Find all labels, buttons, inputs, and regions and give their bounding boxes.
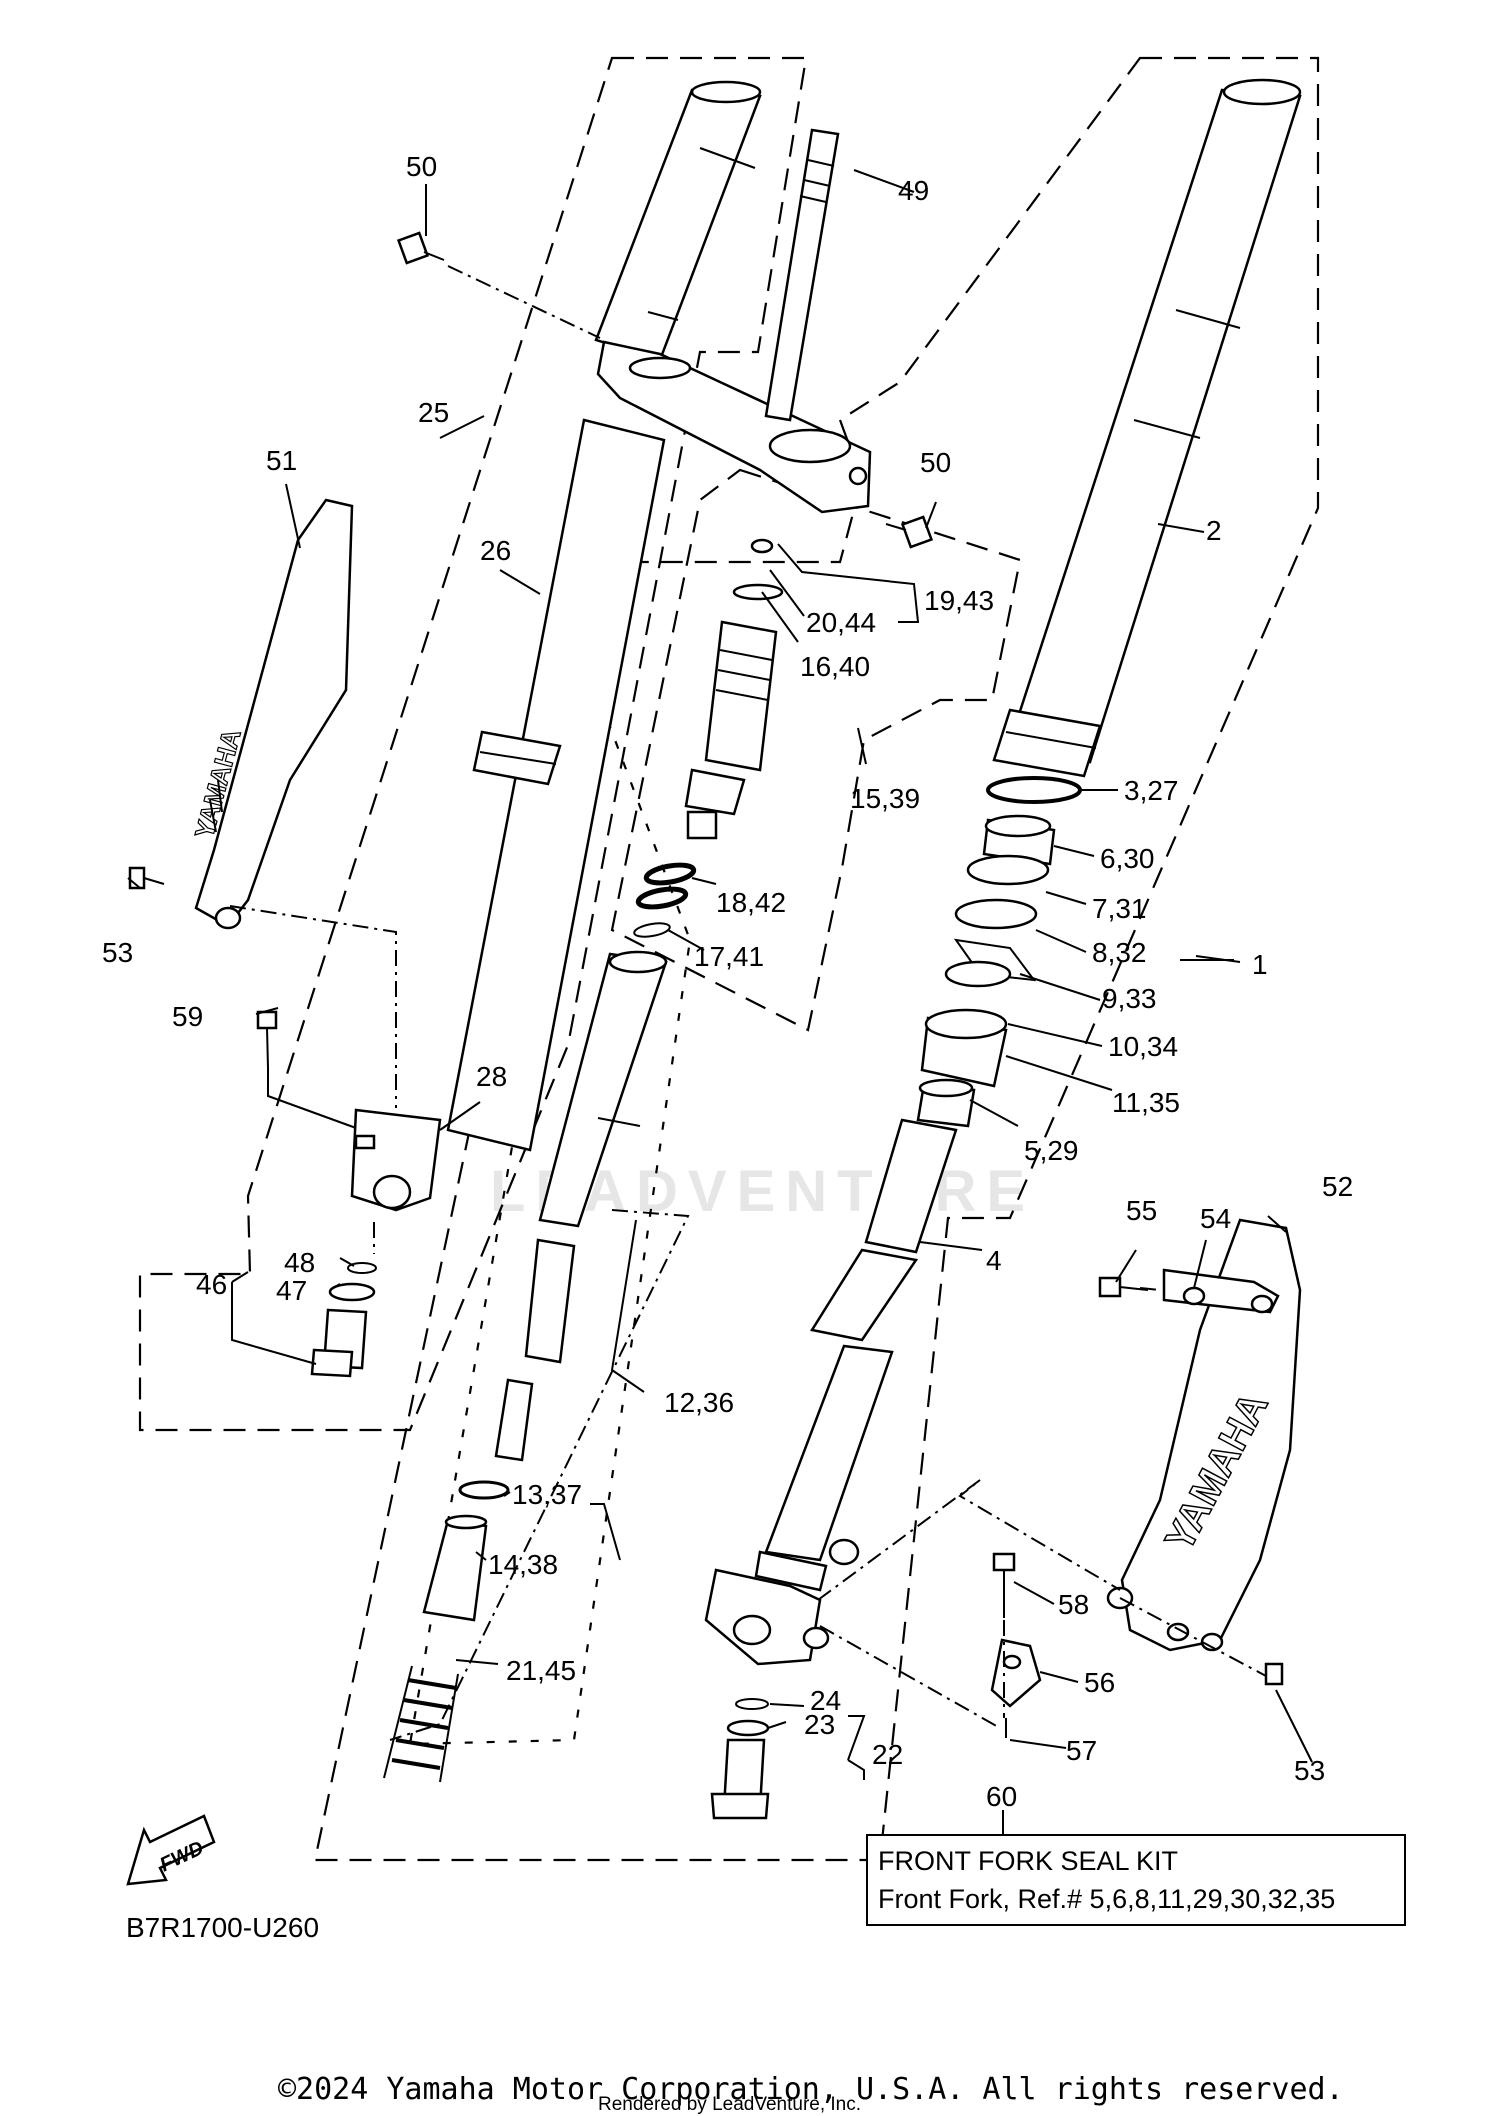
cartridge-outline	[408, 696, 692, 1746]
callout-20-44: 20,44	[806, 607, 876, 638]
right-inner-tube	[754, 1118, 958, 1592]
callout-52: 52	[1322, 1171, 1353, 1202]
left-axle-bracket	[350, 1108, 442, 1212]
left-outer-tube	[594, 80, 762, 362]
callout-22: 22	[872, 1739, 903, 1770]
callout-46: 46	[196, 1269, 227, 1300]
callout-47: 47	[276, 1275, 307, 1306]
assembly-center-lines	[229, 265, 1267, 1741]
assembly-outline-left	[138, 56, 808, 1432]
guard-clamp-54	[1162, 1268, 1280, 1314]
callout-28: 28	[476, 1061, 507, 1092]
seal-kit-box: FRONT FORK SEAL KIT Front Fork, Ref.# 5,…	[866, 1834, 1406, 1926]
callout-3-27: 3,27	[1124, 775, 1179, 806]
callout-49: 49	[898, 175, 929, 206]
steering-stem	[764, 128, 840, 422]
callout-2: 2	[1206, 515, 1222, 546]
seal-kit-title: FRONT FORK SEAL KIT	[878, 1846, 1179, 1876]
callout-10-34: 10,34	[1108, 1031, 1178, 1062]
callout-58: 58	[1058, 1589, 1089, 1620]
callout-13-37: 13,37	[512, 1479, 582, 1510]
callout-17-41: 17,41	[694, 941, 764, 972]
callout-16-40: 16,40	[800, 651, 870, 682]
diagram-code: B7R1700-U260	[126, 1912, 320, 1943]
callout-18-42: 18,42	[716, 887, 786, 918]
callout-15-39: 15,39	[850, 783, 920, 814]
copyright-notice: ©2024 Yamaha Motor Corporation, U.S.A. A…	[278, 2072, 1344, 2107]
callout-14-38: 14,38	[488, 1549, 558, 1580]
callout-11-35: 11,35	[1112, 1087, 1180, 1118]
hose-guide-bolt-58	[992, 1552, 1016, 1618]
damper-outline	[610, 468, 1022, 1032]
callout-7-31: 7,31	[1092, 893, 1147, 924]
clamp-bolt-top	[396, 231, 445, 265]
fork-spring	[383, 1665, 459, 1783]
leader-lines	[127, 169, 1313, 1836]
callout-6-30: 6,30	[1100, 843, 1155, 874]
callout-8-32: 8,32	[1092, 937, 1147, 968]
callout-50-bottom: 50	[920, 447, 951, 478]
hose-clip-56	[990, 1638, 1042, 1708]
right-axle-bracket	[704, 1538, 860, 1666]
callout-59: 59	[172, 1001, 203, 1032]
callout-25: 25	[418, 397, 449, 428]
damper-cartridge	[494, 950, 668, 1462]
o-rings-18-42	[633, 862, 697, 938]
callout-60: 60	[986, 1781, 1017, 1812]
guard-screw-right	[1264, 1662, 1284, 1686]
callout-51: 51	[266, 445, 297, 476]
fork-seal-stack	[916, 776, 1082, 1128]
right-outer-tube	[992, 78, 1302, 778]
callout-56: 56	[1084, 1667, 1115, 1698]
left-fork-guard	[194, 498, 354, 930]
clamp-bolt-bottom	[885, 515, 934, 549]
axle-adjuster	[310, 1262, 377, 1378]
callout-21-45: 21,45	[506, 1655, 576, 1686]
callout-23: 23	[804, 1709, 835, 1740]
callout-55: 55	[1126, 1195, 1157, 1226]
callout-50-top: 50	[406, 151, 437, 182]
callout-48: 48	[284, 1247, 315, 1278]
bracket-bolt-59	[256, 1010, 278, 1069]
callout-53-left: 53	[102, 937, 133, 968]
callout-54: 54	[1200, 1203, 1231, 1234]
base-valve	[710, 1698, 770, 1820]
fwd-arrow-icon: FWD	[126, 1814, 216, 1886]
callout-12-36: 12,36	[664, 1387, 734, 1418]
callout-53-right: 53	[1294, 1755, 1325, 1786]
callout-19-43: 19,43	[924, 585, 994, 616]
left-inner-tube	[446, 418, 666, 1152]
callout-1: 1	[1252, 949, 1268, 980]
callout-9-33: 9,33	[1102, 983, 1157, 1014]
callout-labels: 50 49 50 25 51 26 2 19,43 20,44 16,40 15…	[102, 151, 1353, 1812]
rendered-by-note: Rendered by LeadVenture, Inc.	[598, 2094, 862, 2115]
callout-26: 26	[480, 535, 511, 566]
callout-4: 4	[986, 1245, 1002, 1276]
damper-top-cap	[684, 538, 784, 840]
upper-triple-clamp	[596, 340, 872, 514]
seal-kit-line: Front Fork, Ref.# 5,6,8,11,29,30,32,35	[878, 1884, 1336, 1914]
spring-seat-parts	[422, 1480, 510, 1622]
callout-24: 24	[810, 1685, 841, 1716]
callout-57: 57	[1066, 1735, 1097, 1766]
guard-bolt-55	[1098, 1276, 1149, 1298]
callout-5-29: 5,29	[1024, 1135, 1079, 1166]
